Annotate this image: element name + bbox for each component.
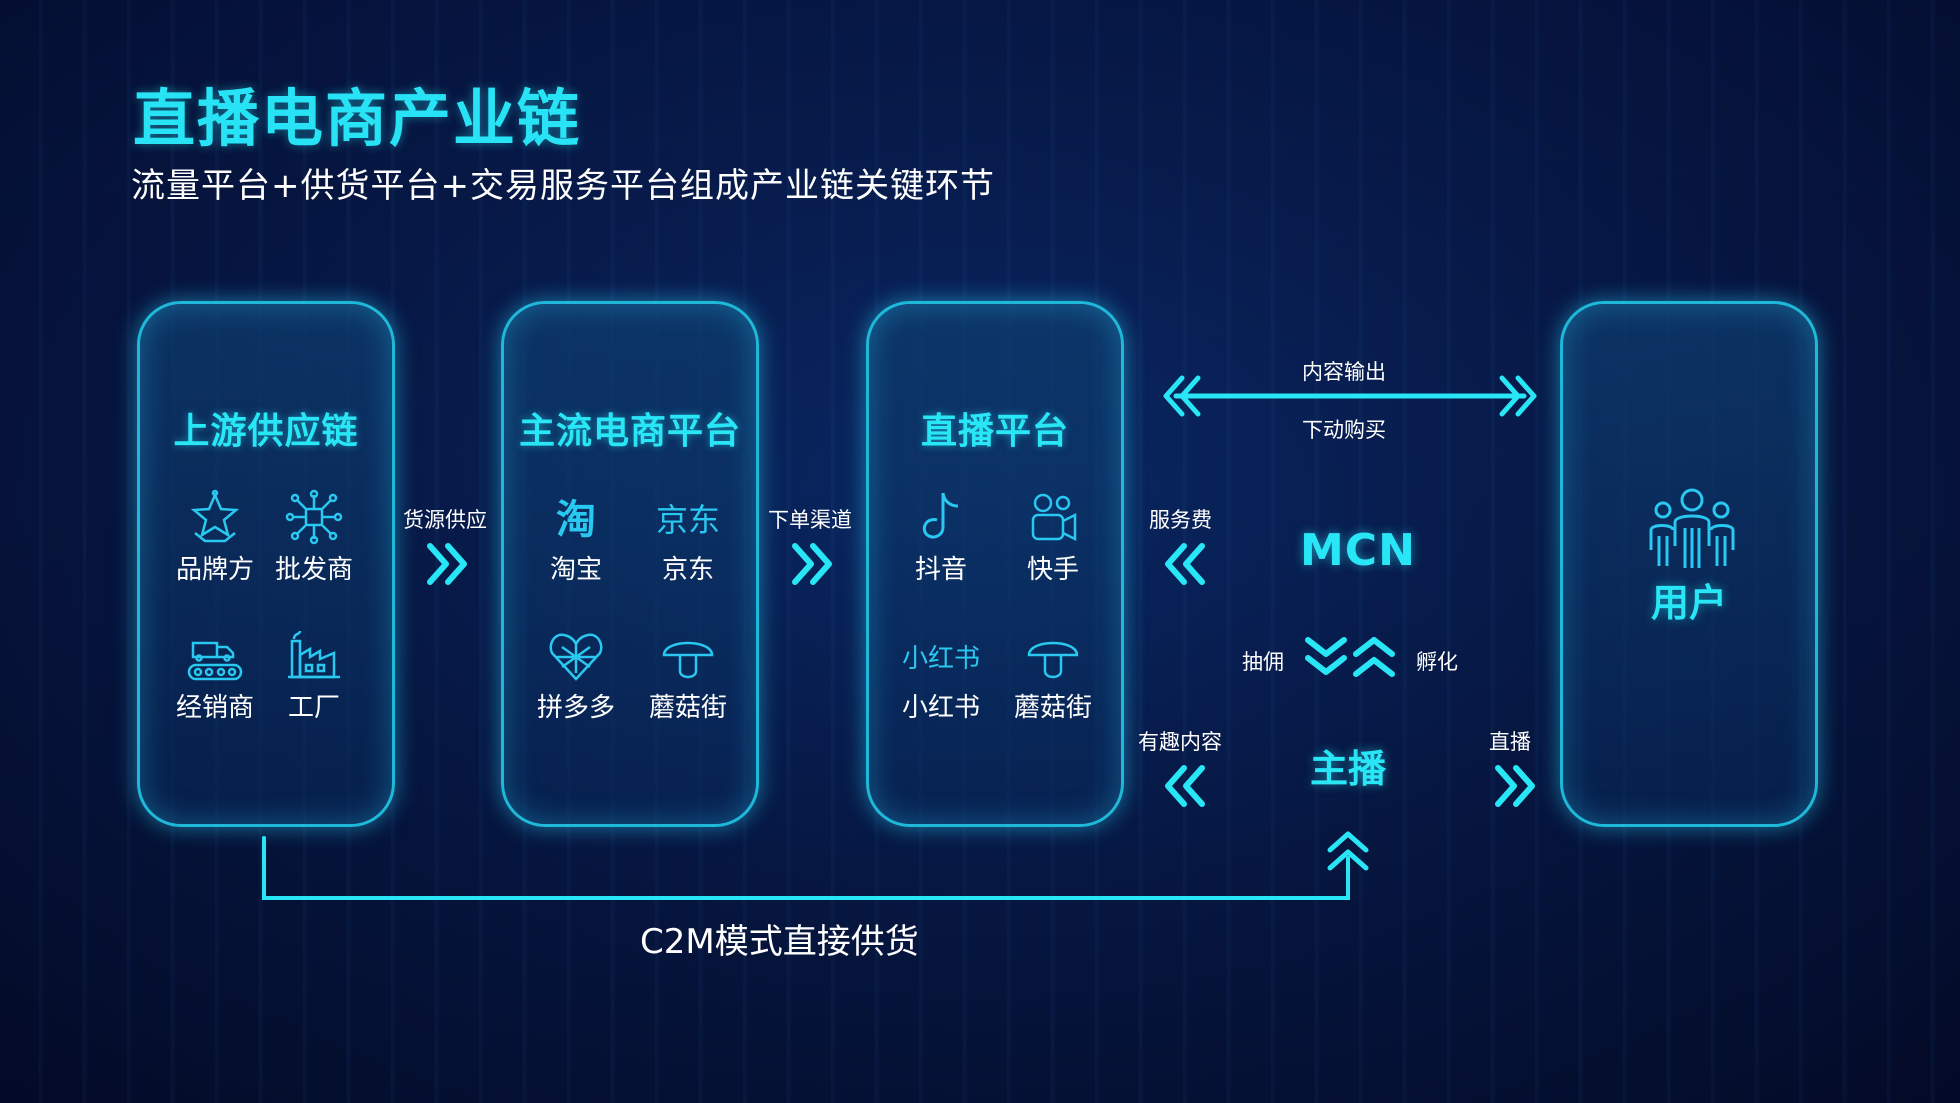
item-label: 工厂 [287,693,340,723]
chevron-up-double-icon [1327,831,1369,871]
brand-star-icon [190,489,240,543]
card-live-platform: 直播平台 抖音 快手 小红书 小红书 [866,301,1124,827]
item-label: 快手 [1026,555,1079,585]
flow-label-content-out: 内容输出 [1302,360,1386,384]
chevron-right-double-icon [792,543,832,585]
node-anchor: 主播 [1310,747,1387,791]
item-label: 经销商 [175,693,254,723]
item-wholesaler: 批发商 [259,489,369,586]
flow-label-supply: 货源供应 [403,508,487,532]
card-title: 上游供应链 [173,411,359,452]
flow-label-purchase: 下动购买 [1302,418,1386,442]
mogujie-icon [1027,641,1079,679]
card-title: 主流电商平台 [518,411,741,452]
user-label: 用户 [1650,581,1727,625]
item-label: 批发商 [274,555,353,585]
page-subtitle: 流量平台+供货平台+交易服务平台组成产业链关键环节 [131,166,995,206]
card-upstream-supply-chain: 上游供应链 品牌方 批发商 [137,301,395,827]
item-xiaohongshu: 小红书 小红书 [886,627,996,724]
douyin-icon [922,492,959,539]
flow-label-incubate: 孵化 [1416,650,1458,674]
item-brand: 品牌方 [160,489,270,586]
chevron-up-double-icon [1353,637,1395,677]
flow-label-live: 直播 [1489,730,1531,754]
card-mainstream-ecommerce: 主流电商平台 淘 淘宝 京东 京东 拼多多 蘑菇街 [501,301,759,827]
truck-conveyor-icon [187,641,243,681]
item-label: 品牌方 [175,555,254,585]
svg-text:京东: 京东 [656,501,720,539]
pinduoduo-icon [549,633,603,681]
wholesale-network-icon [285,489,343,545]
item-label: 抖音 [914,555,967,585]
chevron-left-double-icon [1165,543,1205,585]
mogujie-icon [662,641,714,679]
item-label: 蘑菇街 [1013,693,1092,723]
card-title: 直播平台 [920,411,1069,452]
item-pinduoduo: 拼多多 [521,627,631,724]
page-title: 直播电商产业链 [133,82,582,155]
item-label: 淘宝 [549,555,602,585]
item-jd: 京东 京东 [633,489,743,586]
flow-label-fun-content: 有趣内容 [1138,730,1222,754]
item-mogujie: 蘑菇街 [998,627,1108,724]
chevron-right-double-icon [427,543,467,585]
taobao-icon: 淘 [556,497,596,543]
node-mcn: MCN [1300,525,1416,576]
item-label: 蘑菇街 [648,693,727,723]
kuaishou-icon [1031,493,1077,542]
item-label: 拼多多 [536,693,615,723]
item-taobao: 淘 淘宝 [521,489,631,586]
item-douyin: 抖音 [886,489,996,586]
item-kuaishou: 快手 [998,489,1108,586]
svg-text:淘: 淘 [556,497,596,543]
chevron-left-double-icon [1165,765,1205,807]
c2m-connector-line [262,836,1350,900]
users-group-icon [1649,488,1735,568]
jd-icon: 京东 [656,501,720,539]
item-label: 小红书 [901,693,980,723]
flow-label-commission: 抽佣 [1242,650,1284,674]
item-factory: 工厂 [259,627,369,724]
flow-label-order: 下单渠道 [768,508,852,532]
bidirectional-arrow-icon [1163,375,1537,417]
flow-label-c2m: C2M模式直接供货 [640,922,919,962]
chevron-right-double-icon [1495,765,1535,807]
factory-icon [288,630,340,679]
xiaohongshu-icon: 小红书 [902,644,980,674]
flow-label-service-fee: 服务费 [1149,508,1212,532]
item-mogujie: 蘑菇街 [633,627,743,724]
card-user [1560,301,1818,827]
item-distributor: 经销商 [160,627,270,724]
chevron-down-double-icon [1305,637,1347,675]
svg-text:小红书: 小红书 [902,644,980,674]
item-label: 京东 [661,555,714,585]
